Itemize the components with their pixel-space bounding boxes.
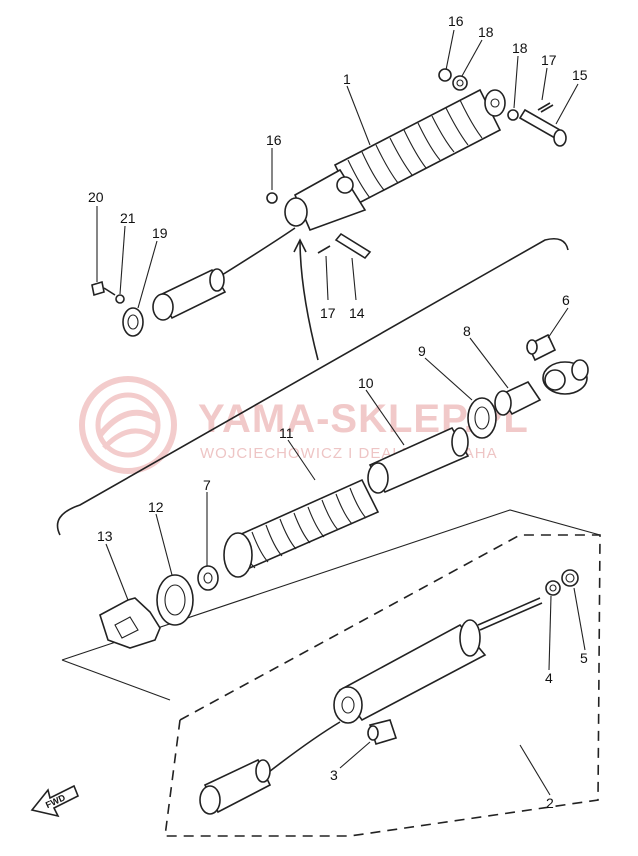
upper-hose (221, 227, 296, 276)
spring-seat-9 (467, 397, 497, 439)
callout-17-top: 17 (541, 52, 557, 68)
callout-3: 3 (330, 767, 338, 783)
cotter-pin-17-left (317, 245, 331, 254)
assembly-arrow (299, 239, 319, 361)
bolt-20 (91, 280, 116, 297)
damper-rod (477, 597, 543, 631)
washer-7 (197, 565, 219, 591)
upper-reservoir (152, 268, 227, 321)
washer-16-top (438, 68, 452, 82)
callout-9: 9 (418, 343, 426, 359)
lower-hose (264, 721, 341, 776)
callout-8: 8 (463, 323, 471, 339)
assembly-outline (61, 509, 601, 701)
callout-17-left: 17 (320, 305, 336, 321)
callout-10: 10 (358, 375, 374, 391)
callout-numbers: 16 18 18 17 15 1 16 20 21 19 17 14 6 8 9… (88, 13, 588, 811)
dashed-assembly-box (164, 534, 601, 837)
lower-eye (284, 197, 308, 227)
adjuster-13 (99, 597, 161, 649)
callout-13: 13 (97, 528, 113, 544)
callout-5: 5 (580, 650, 588, 666)
callout-1: 1 (343, 71, 351, 87)
washer-21 (115, 294, 125, 304)
callout-12: 12 (148, 499, 164, 515)
nut-5 (561, 569, 579, 587)
upper-hardware (91, 68, 567, 337)
shock-absorber-assembly (152, 88, 506, 321)
callout-20: 20 (88, 189, 104, 205)
callout-19: 19 (152, 225, 168, 241)
lower-reservoir (199, 758, 272, 815)
top-eye (484, 89, 506, 117)
callout-11: 11 (279, 425, 294, 441)
callout-15: 15 (572, 67, 588, 83)
middle-parts (99, 333, 589, 649)
washer-18-right (507, 109, 519, 121)
lower-shock-assembly (199, 569, 579, 815)
leader-lines (96, 29, 586, 796)
damper-eye (333, 686, 363, 724)
callout-7: 7 (203, 477, 211, 493)
upper-body-hole (336, 176, 354, 194)
washer-16-left (266, 192, 278, 204)
pin-14 (334, 232, 372, 260)
callout-18-right: 18 (512, 40, 528, 56)
callout-6: 6 (562, 292, 570, 308)
collar-18-top (452, 75, 468, 91)
washer-4 (545, 580, 561, 596)
cotter-pin-17-top (537, 102, 554, 113)
callout-16-left: 16 (266, 132, 282, 148)
callout-14: 14 (349, 305, 365, 321)
upper-spring (333, 88, 502, 207)
bolt-15 (518, 108, 562, 140)
clamp-19 (122, 307, 144, 337)
spring-11 (223, 478, 380, 578)
callout-21: 21 (120, 210, 136, 226)
callout-4: 4 (545, 670, 553, 686)
ring-12 (156, 574, 194, 626)
callout-18-top: 18 (478, 24, 494, 40)
separator-curve (56, 237, 569, 536)
callout-2: 2 (546, 795, 554, 811)
fwd-arrow-icon: FWD (30, 784, 80, 818)
watermark-logo-icon (79, 376, 177, 474)
callout-16-top: 16 (448, 13, 464, 29)
